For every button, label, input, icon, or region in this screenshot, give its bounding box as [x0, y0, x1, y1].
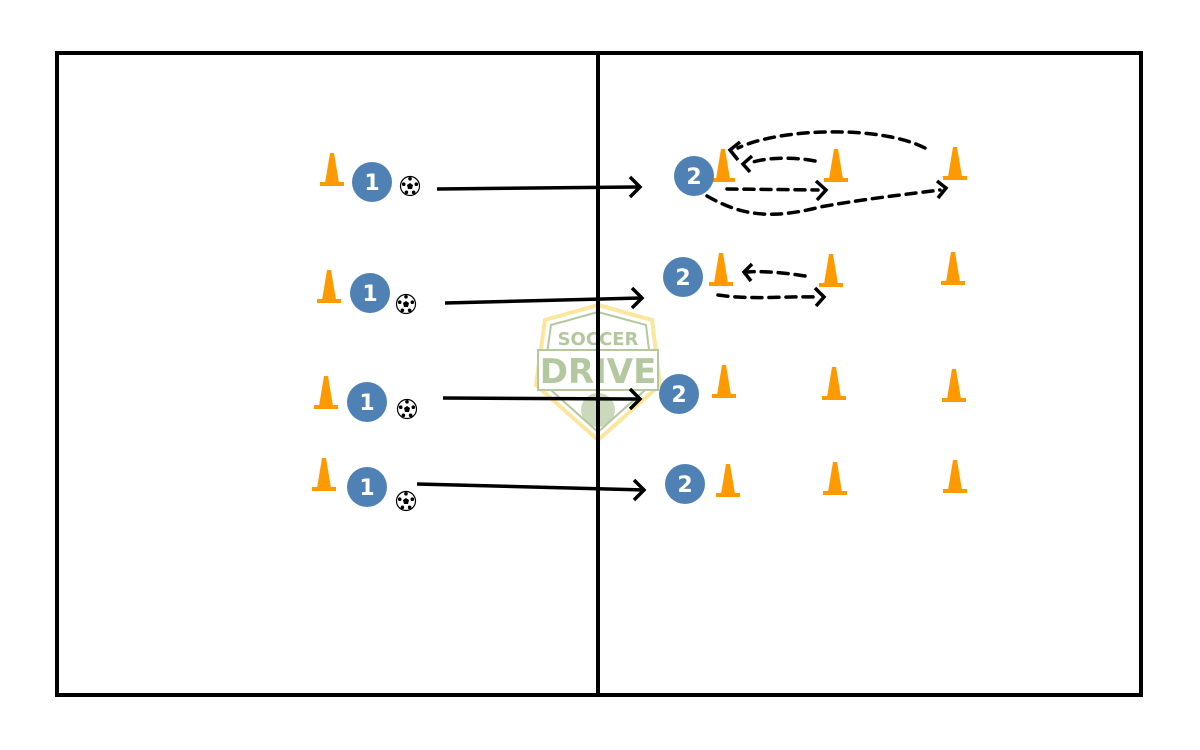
- arrowhead-icon: [935, 179, 949, 200]
- run-path: [725, 187, 820, 192]
- soccer-ball-icon: [395, 293, 417, 315]
- arrowhead-icon: [740, 154, 754, 174]
- cone-icon: [942, 369, 966, 402]
- cone-icon: [312, 458, 336, 491]
- player-group-1: 1: [350, 273, 390, 313]
- arrowhead-icon: [814, 179, 829, 202]
- player-group-2: 2: [674, 156, 714, 196]
- arrowhead-icon: [813, 286, 827, 308]
- player-number: 1: [364, 171, 379, 196]
- player-group-1: 1: [352, 162, 392, 202]
- cone-icon: [716, 464, 740, 497]
- players: 1 1 1 1 2 2 2 2: [347, 156, 714, 507]
- player-group-2: 2: [663, 257, 703, 297]
- player-number: 1: [359, 391, 374, 416]
- balls: [395, 175, 421, 512]
- player-group-1: 1: [347, 467, 387, 507]
- run-path: [746, 156, 817, 166]
- cone-icon: [819, 254, 843, 287]
- player-group-1: 1: [347, 382, 387, 422]
- player-number: 1: [362, 282, 377, 307]
- pass-arrow: [444, 286, 645, 310]
- cone-icon: [943, 460, 967, 493]
- player-number: 2: [677, 473, 692, 498]
- cone-icon: [823, 462, 847, 495]
- pass-arrow: [436, 175, 643, 199]
- arrowhead-icon: [727, 140, 742, 162]
- player-number: 2: [675, 266, 690, 291]
- player-group-2: 2: [665, 464, 705, 504]
- cone-icon: [709, 253, 733, 286]
- cone-icon: [711, 149, 735, 182]
- dribble-runs: [705, 130, 949, 308]
- cone-icon: [941, 252, 965, 285]
- cone-icon: [317, 270, 341, 303]
- pass-arrows: [416, 175, 647, 502]
- cone-icon: [943, 147, 967, 180]
- soccer-ball-icon: [399, 175, 421, 197]
- run-path: [716, 293, 817, 300]
- cone-icon: [822, 367, 846, 400]
- soccer-ball-icon: [395, 490, 417, 512]
- run-path: [736, 130, 927, 150]
- cone-icon: [314, 376, 338, 409]
- player-number: 2: [686, 165, 701, 190]
- run-path: [705, 188, 942, 216]
- soccer-ball-icon: [396, 398, 418, 420]
- arrowhead-icon: [741, 262, 754, 283]
- pass-arrow: [442, 387, 643, 411]
- player-number: 1: [359, 476, 374, 501]
- player-group-2: 2: [659, 374, 699, 414]
- player-number: 2: [671, 383, 686, 408]
- run-path: [746, 269, 807, 278]
- cone-icon: [824, 149, 848, 182]
- pass-arrow: [416, 478, 647, 502]
- cone-icon: [320, 153, 344, 186]
- cones: [312, 147, 967, 497]
- cone-icon: [712, 365, 736, 398]
